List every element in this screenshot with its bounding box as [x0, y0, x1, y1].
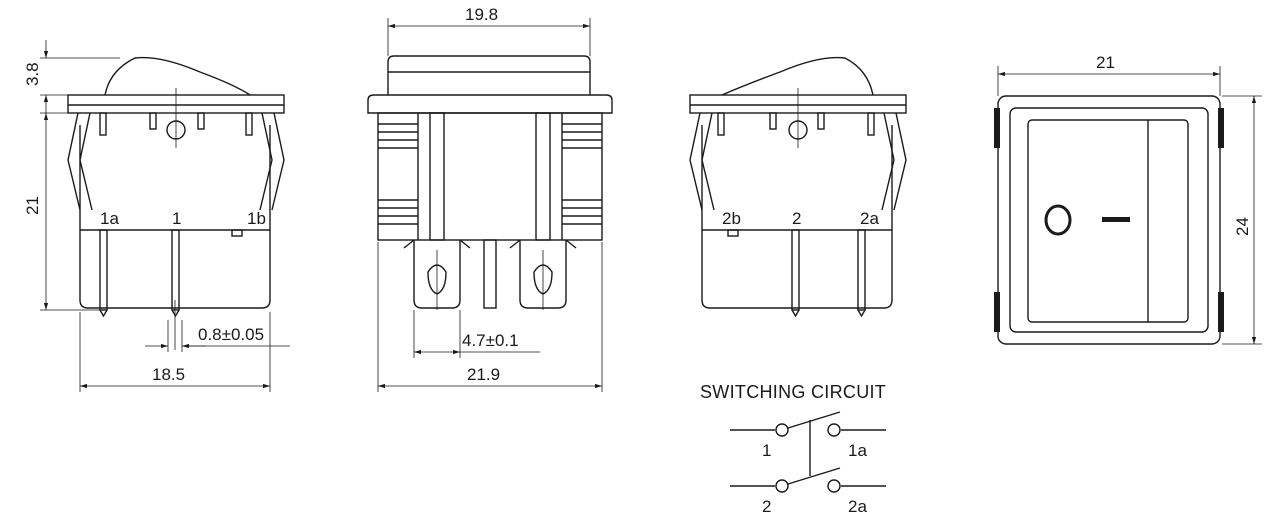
right-clip [271, 112, 285, 211]
off-symbol-icon [1044, 204, 1072, 236]
top-frame [997, 95, 1221, 345]
terminal-label-1b: 1b [247, 209, 266, 228]
dim-top-height: 24 [1233, 217, 1252, 236]
rocker-cap-right [721, 56, 874, 96]
dim-rocker-height: 3.8 [23, 62, 42, 86]
dim-side-height: 21 [23, 196, 42, 215]
circuit-label-2: 2 [762, 497, 771, 516]
rocker-block [387, 55, 591, 95]
terminal-label-2: 2 [792, 209, 801, 228]
left-side-view: 1a 1 1b 3.8 21 0.8±0.05 18.5 [23, 40, 290, 392]
switching-circuit: SWITCHING CIRCUIT 1 1a 2 2a [700, 382, 886, 516]
circuit-label-1: 1 [762, 441, 771, 460]
rocker-face [1027, 119, 1189, 323]
dim-top-width: 21 [1096, 53, 1115, 72]
terminal-label-1a: 1a [100, 209, 119, 228]
top-view: 21 24 [994, 53, 1262, 345]
rocker-cap [104, 56, 251, 96]
center-pin [483, 239, 497, 309]
front-flange [367, 94, 613, 114]
dim-front-width: 21.9 [467, 365, 500, 384]
switch-arm-top [787, 411, 841, 429]
dim-pin-width: 0.8±0.05 [198, 325, 264, 344]
circuit-label-2a: 2a [848, 497, 867, 516]
left-clip [67, 112, 81, 211]
front-ribs-right [561, 113, 602, 240]
terminal-label-1: 1 [172, 209, 181, 228]
right-side-view: 2b 2 2a [689, 56, 907, 318]
on-symbol-icon [1102, 217, 1130, 222]
dim-front-top-width: 19.8 [465, 5, 498, 24]
terminal-label-2a: 2a [860, 209, 879, 228]
circuit-title: SWITCHING CIRCUIT [700, 382, 886, 402]
dim-side-width: 18.5 [152, 365, 185, 384]
dim-tab-width: 4.7±0.1 [462, 331, 519, 350]
front-ribs-left [378, 113, 419, 240]
terminal-label-2b: 2b [722, 209, 741, 228]
switch-arm-bottom [787, 467, 841, 485]
right-body [701, 125, 893, 309]
front-view: 19.8 4.7±0.1 21.9 [367, 5, 613, 392]
circuit-label-1a: 1a [848, 441, 867, 460]
